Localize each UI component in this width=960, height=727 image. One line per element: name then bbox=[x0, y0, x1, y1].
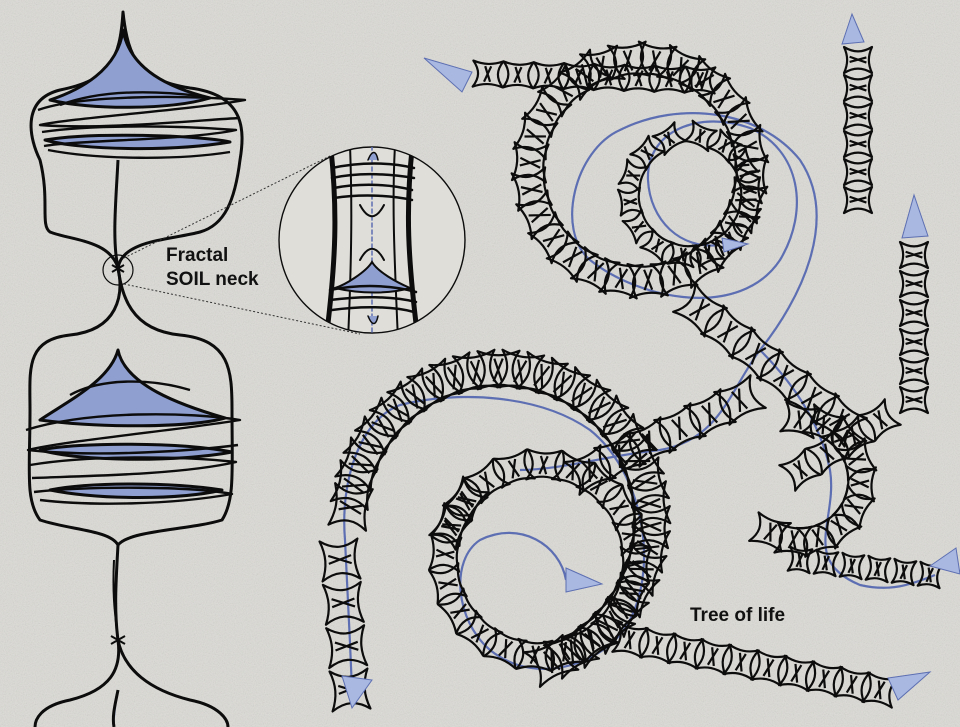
chain-bead bbox=[892, 559, 917, 585]
fractal-label-line2: SOIL neck bbox=[166, 268, 259, 292]
fractal-soil-neck-label: Fractal SOIL neck bbox=[166, 244, 259, 292]
chain-bead bbox=[668, 242, 697, 267]
chain-bead bbox=[814, 550, 839, 576]
chain-bead bbox=[788, 547, 813, 573]
chain-bead bbox=[866, 556, 891, 582]
fractal-label-line1: Fractal bbox=[166, 244, 259, 268]
chain-bead bbox=[738, 177, 762, 204]
chain-bead bbox=[840, 553, 865, 579]
tree-of-life-label: Tree of life bbox=[690, 604, 785, 628]
